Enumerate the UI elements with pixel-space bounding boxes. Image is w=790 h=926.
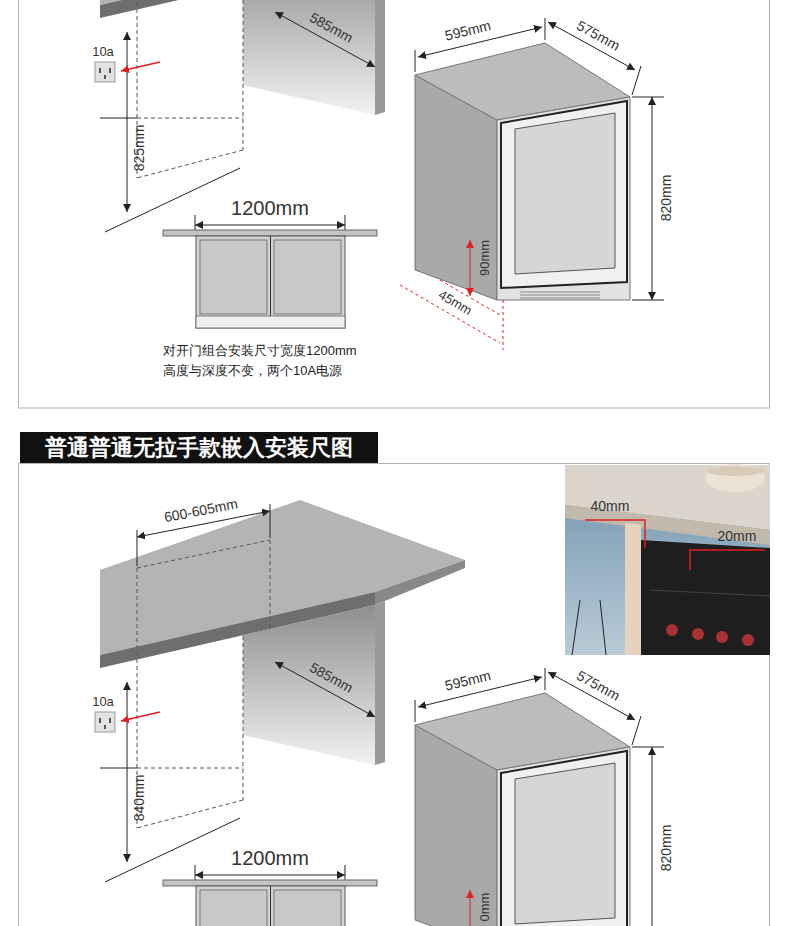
photo-inset	[565, 464, 770, 655]
wine-cooler	[415, 693, 630, 926]
install-drawing	[415, 700, 416, 722]
install-drawing	[501, 751, 627, 926]
install-drawing	[200, 890, 267, 926]
plan-view	[163, 865, 377, 926]
dimension-label: 1200mm	[231, 847, 309, 869]
photo-inset	[585, 520, 645, 548]
cabinet-panel	[243, 601, 385, 765]
install-drawing	[632, 716, 641, 745]
install-drawing	[375, 601, 385, 765]
heading-band: 普通普通无拉手款嵌入安装尺图	[20, 432, 378, 463]
photo-inset	[742, 634, 754, 646]
dimension-label: 0mm	[478, 893, 492, 922]
dimension-label: 820mm	[659, 175, 674, 222]
dimension-label: 575mm	[574, 17, 622, 53]
install-drawing	[99, 718, 101, 723]
install-drawing	[105, 818, 240, 882]
install-drawing	[497, 747, 630, 926]
red-dimension	[400, 890, 503, 926]
photo-inset	[716, 631, 728, 643]
dimension-label: 600-605mm	[163, 496, 239, 525]
photo-inset	[572, 600, 606, 655]
install-drawing	[470, 890, 471, 926]
dimension-label: 40mm	[591, 499, 630, 514]
install-drawing	[270, 886, 271, 926]
dimension-label: 20mm	[718, 529, 757, 544]
cavity-outline	[137, 540, 270, 828]
photo-inset	[705, 464, 765, 492]
install-drawing	[104, 725, 106, 729]
dimension-line	[415, 668, 664, 926]
power-socket	[95, 712, 160, 732]
install-drawing	[270, 504, 271, 538]
install-drawing	[95, 0, 664, 350]
install-drawing	[545, 668, 546, 690]
install-drawing	[515, 763, 615, 924]
photo-inset	[666, 624, 678, 636]
photo-inset	[692, 628, 704, 640]
section-frame	[19, 0, 770, 926]
install-drawing	[196, 886, 345, 926]
photo-inset	[625, 523, 641, 655]
dimension-label: 1200mm	[231, 197, 309, 219]
install-drawing	[652, 747, 653, 926]
photo-inset	[565, 465, 770, 655]
photo-inset	[690, 550, 765, 570]
install-drawing	[375, 560, 465, 605]
install-drawing	[270, 540, 271, 628]
dimension-label: 825mm	[132, 125, 147, 172]
install-drawing	[195, 875, 345, 876]
install-drawing	[243, 636, 244, 800]
section-frame	[19, 0, 770, 408]
install-drawing	[127, 682, 128, 862]
photo-inset	[650, 590, 770, 596]
install-drawing	[137, 530, 138, 566]
photo-inset	[641, 540, 770, 655]
install-drawing	[121, 712, 160, 721]
dimension-line	[100, 504, 375, 882]
install-drawing	[274, 890, 341, 926]
note-text: 高度与深度不变，两个10A电源	[163, 364, 342, 378]
dimension-label: 10a	[92, 695, 114, 709]
dimension-label: 840mm	[132, 775, 147, 822]
install-drawing	[137, 768, 243, 769]
install-drawing	[137, 540, 270, 568]
note-text: 对开门组合安装尺寸宽度1200mm	[163, 344, 357, 358]
photo-inset	[707, 466, 763, 476]
install-drawing	[100, 768, 137, 769]
dimension-label: 820mm	[659, 825, 674, 872]
dimension-label: 595mm	[444, 18, 493, 44]
dimension-label: 595mm	[444, 668, 493, 694]
dimension-label: 45mm	[436, 288, 474, 318]
install-drawing	[109, 718, 111, 723]
install-drawing	[243, 605, 375, 765]
install-drawing	[163, 880, 377, 886]
heading-text: 普通普通无拉手款嵌入安装尺图	[45, 437, 353, 459]
dimension-label: 90mm	[478, 240, 492, 276]
dimension-label: 10a	[92, 45, 114, 59]
section-frame	[19, 464, 770, 926]
install-drawing	[95, 712, 115, 732]
dimension-label: 575mm	[574, 667, 622, 703]
